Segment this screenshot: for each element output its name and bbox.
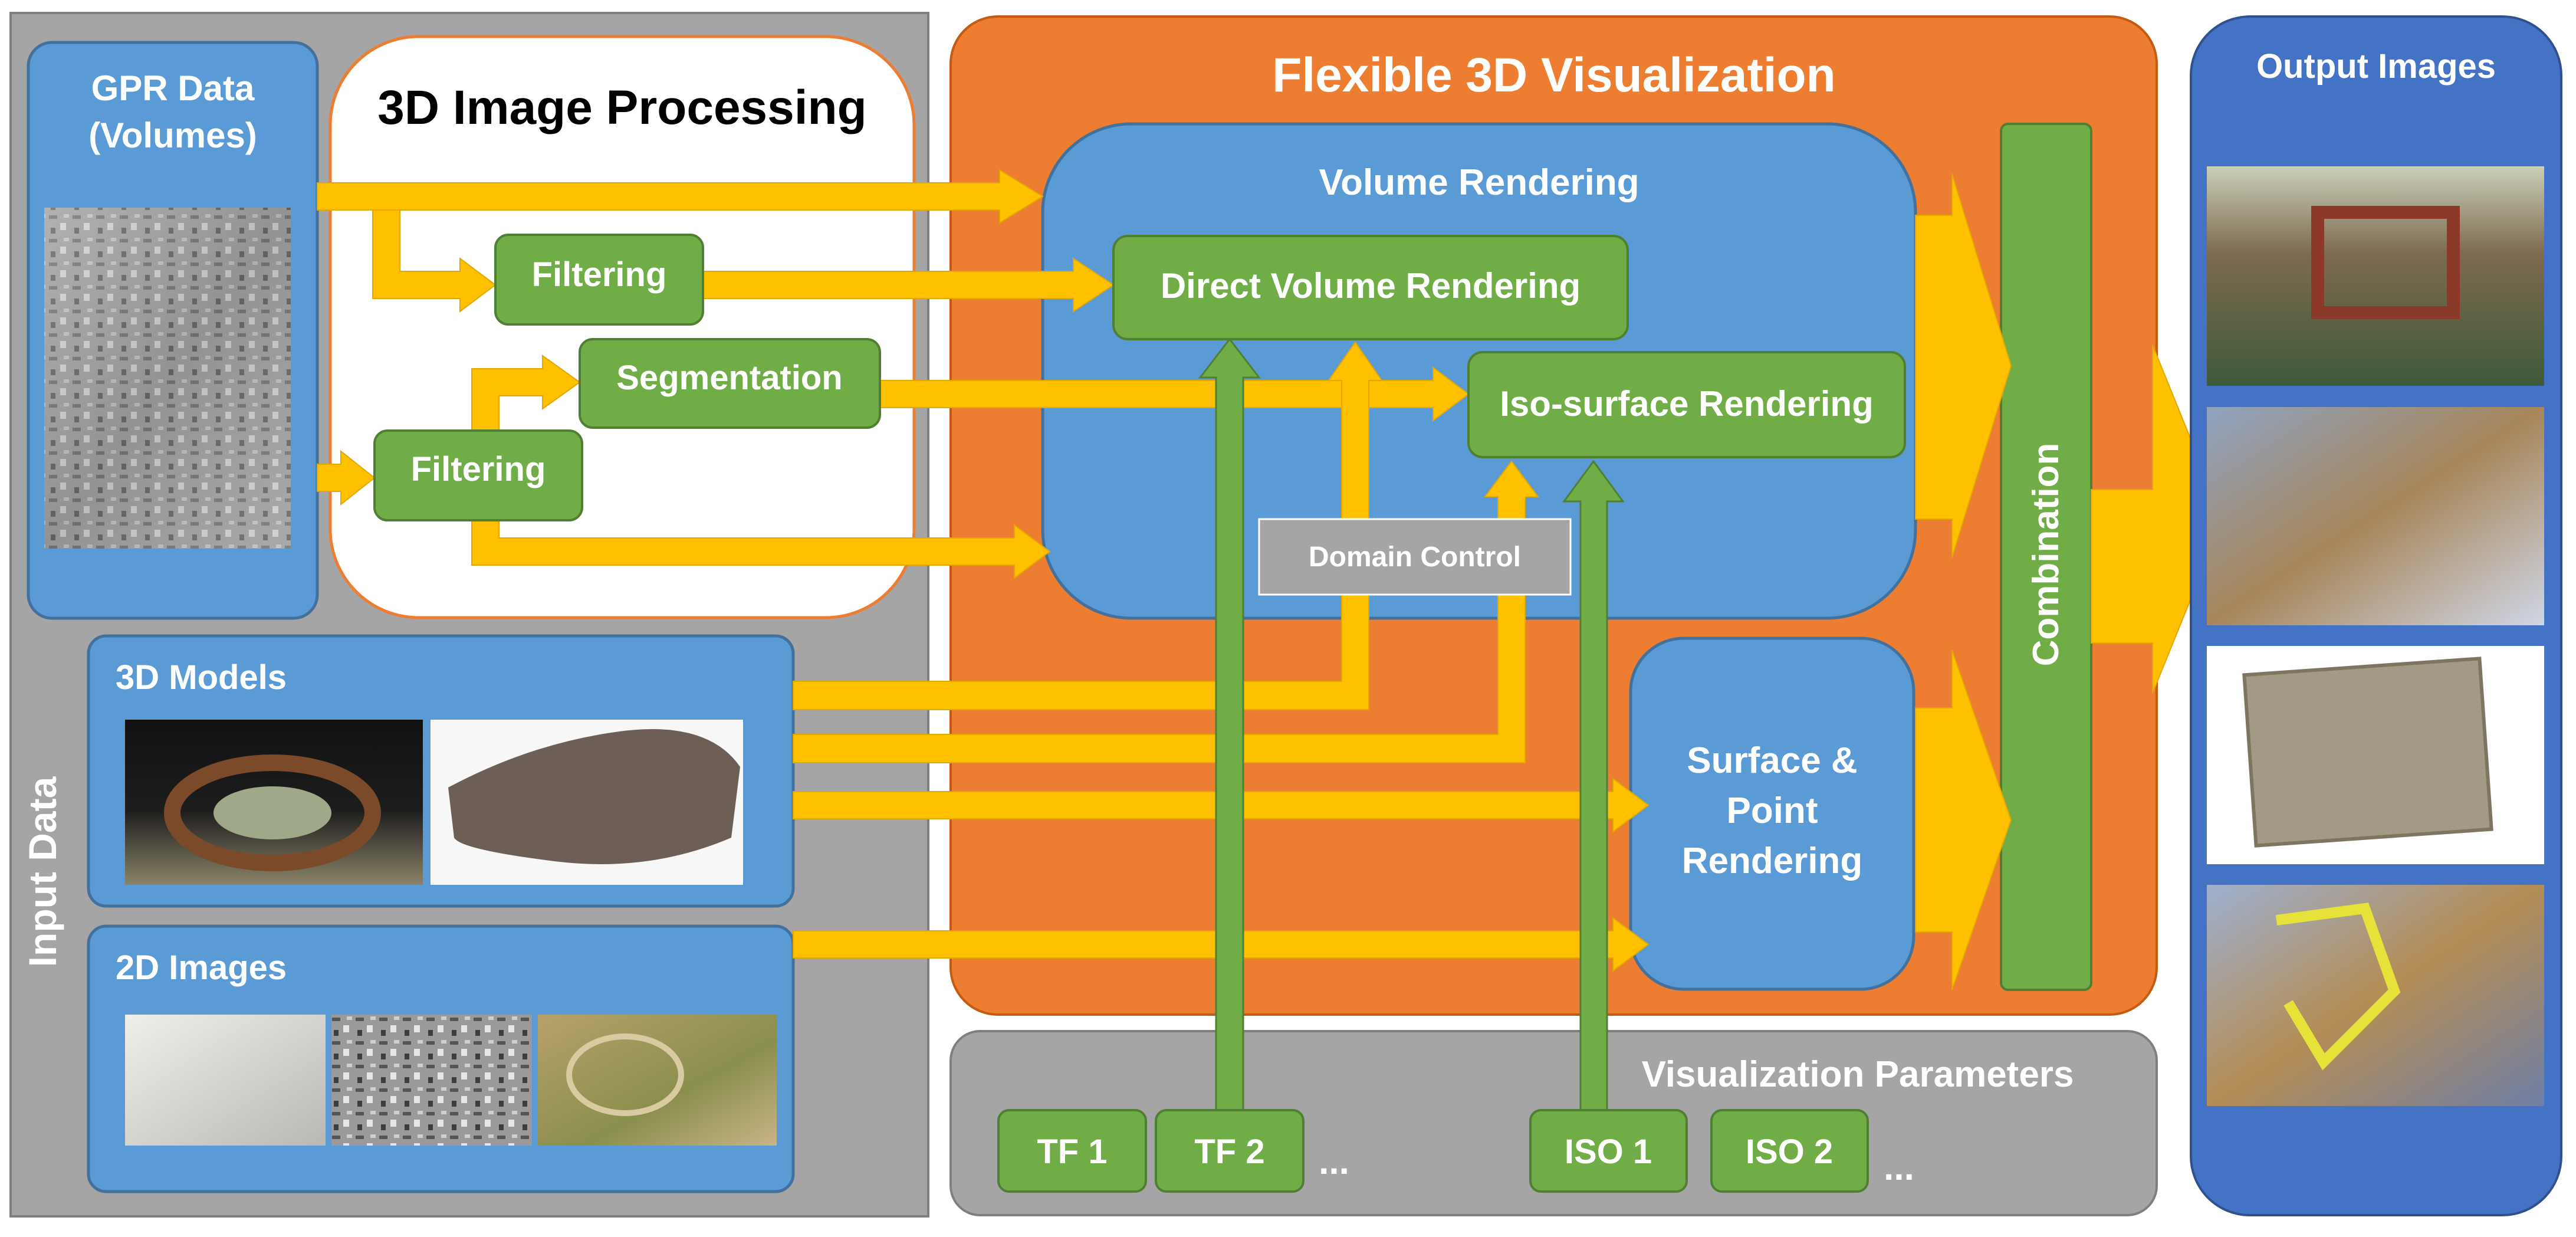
domain-control-label: Domain Control <box>1309 542 1521 573</box>
gpr-title-line1: GPR Data <box>91 68 255 108</box>
relief-image <box>125 1015 326 1146</box>
iso2-label: ISO 2 <box>1746 1133 1833 1171</box>
volume-rendering-title: Volume Rendering <box>1319 162 1639 203</box>
tf1-label: TF 1 <box>1037 1133 1107 1171</box>
iso1-label: ISO 1 <box>1565 1133 1652 1171</box>
models-3d-title: 3D Models <box>116 658 287 697</box>
iso1-box: ISO 1 <box>1529 1109 1688 1193</box>
parameter-arrows <box>1198 337 1625 1119</box>
parameters-title: Visualization Parameters <box>1642 1054 2074 1095</box>
aerial-photo-image <box>538 1015 777 1146</box>
output-images-title: Output Images <box>2256 47 2496 86</box>
image-processing-title: 3D Image Processing <box>377 81 866 134</box>
direct-volume-rendering-label: Direct Volume Rendering <box>1161 266 1581 306</box>
output-image-1 <box>2207 166 2544 386</box>
surface-point-line1: Surface & <box>1687 740 1857 781</box>
visualization-title: Flexible 3D Visualization <box>1272 48 1835 102</box>
filtering-top-label: Filtering <box>532 255 667 294</box>
surface-point-line3: Rendering <box>1682 841 1863 881</box>
tf-more-ellipsis: ... <box>1319 1141 1349 1182</box>
input-data-label: Input Data <box>21 776 64 967</box>
images-2d-title: 2D Images <box>116 949 287 987</box>
filtering-bottom-label: Filtering <box>411 450 546 488</box>
domain-control-box: Domain Control <box>1258 518 1572 596</box>
segmentation-label: Segmentation <box>616 359 843 397</box>
output-image-4 <box>2207 885 2544 1106</box>
tf2-label: TF 2 <box>1194 1133 1264 1171</box>
iso-more-ellipsis: ... <box>1884 1147 1914 1188</box>
magnetic-survey-image <box>331 1015 532 1146</box>
filtering-top-box: Filtering <box>494 234 704 326</box>
surface-point-line2: Point <box>1727 790 1818 831</box>
segmentation-box: Segmentation <box>579 338 881 429</box>
iso2-box: ISO 2 <box>1710 1109 1869 1193</box>
iso-surface-rendering-box: Iso-surface Rendering <box>1467 351 1906 458</box>
combination-label: Combination <box>2026 443 2066 667</box>
tf1-box: TF 1 <box>997 1109 1147 1193</box>
gpr-title-line2: (Volumes) <box>88 116 257 155</box>
filtering-bottom-box: Filtering <box>373 429 583 521</box>
direct-volume-rendering-box: Direct Volume Rendering <box>1112 235 1629 340</box>
iso-surface-rendering-label: Iso-surface Rendering <box>1500 384 1874 424</box>
output-image-2 <box>2207 407 2544 625</box>
tf2-box: TF 2 <box>1155 1109 1305 1193</box>
